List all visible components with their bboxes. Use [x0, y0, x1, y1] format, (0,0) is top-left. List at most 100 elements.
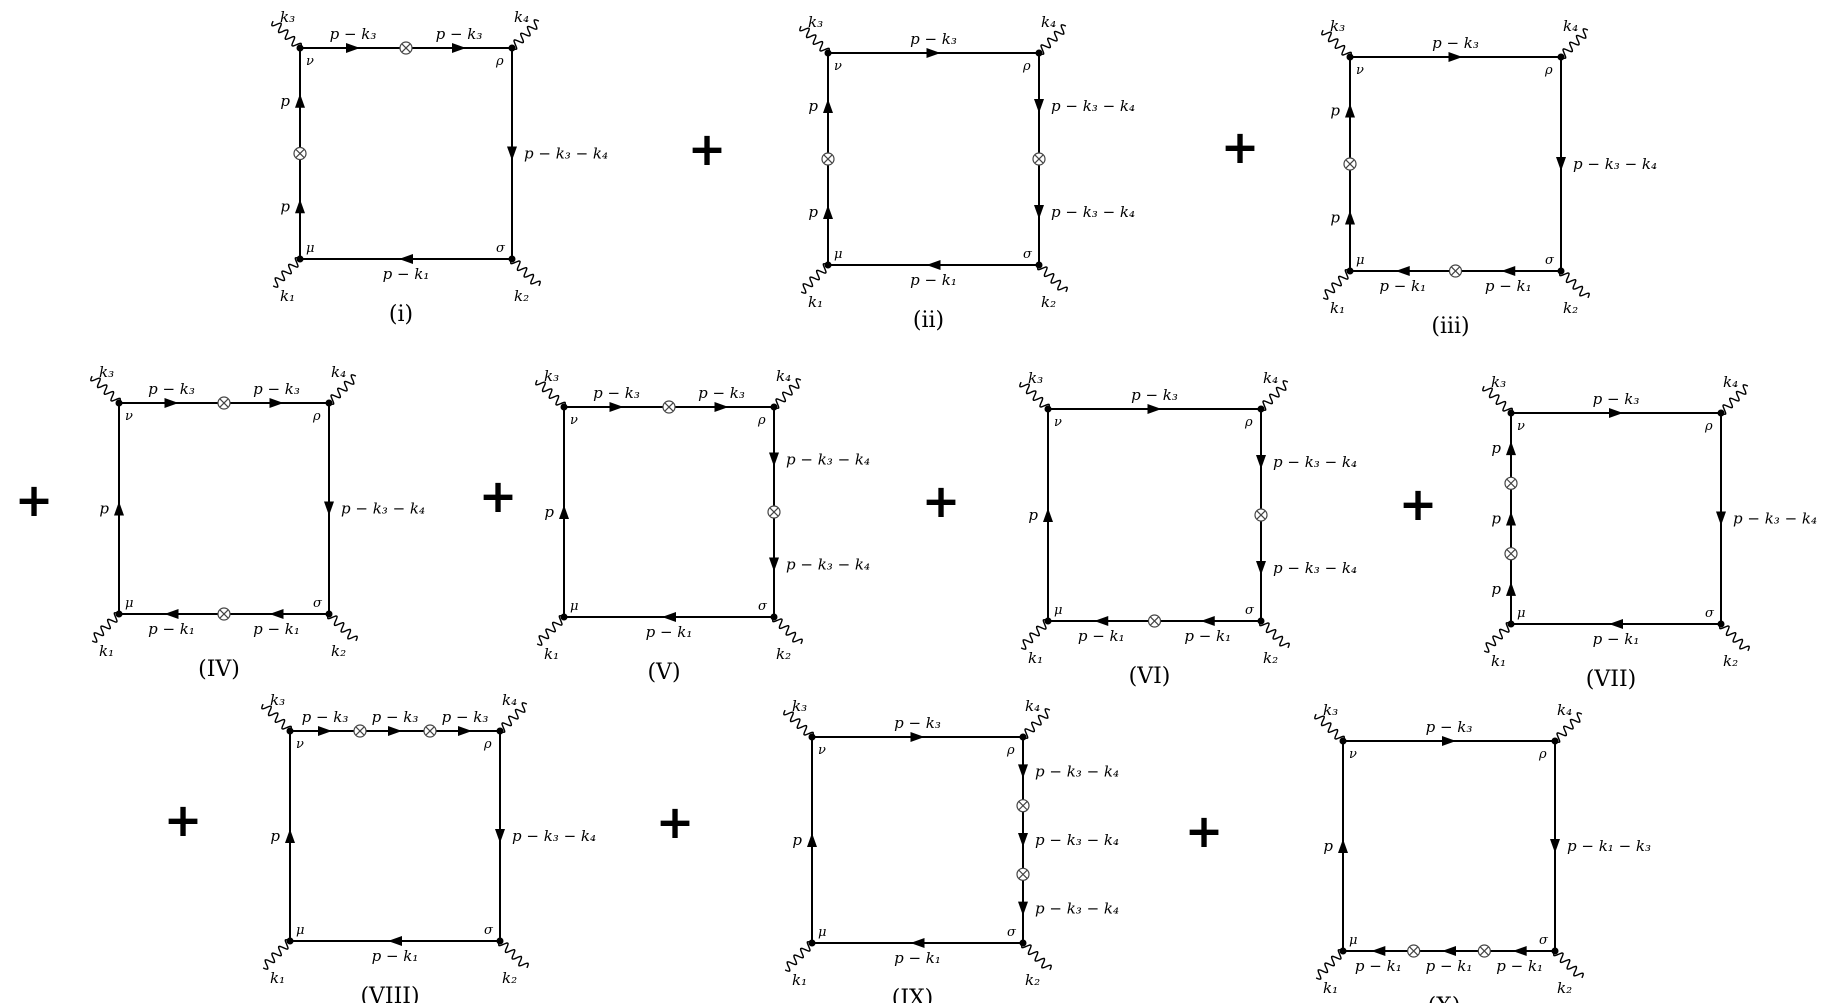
- photon-line-k2: [1558, 270, 1590, 299]
- propagator-arrow: [910, 938, 925, 948]
- propagator-arrow: [823, 205, 833, 219]
- plus-sign: +: [656, 795, 695, 849]
- external-momentum-k2: k₂: [1041, 293, 1056, 311]
- momentum-label-right: p − k₃ − k₄: [1273, 453, 1357, 471]
- vertex-label-mu: μ: [1517, 606, 1525, 621]
- propagator-arrow: [910, 732, 925, 742]
- vertex-label-nu: ν: [834, 59, 842, 74]
- mass-insertion-icon: [1477, 944, 1491, 958]
- vertex-dot: [1044, 405, 1052, 413]
- vertex-dot: [496, 727, 504, 735]
- fermion-loop: [118, 402, 330, 615]
- vertex-dot: [1346, 267, 1354, 275]
- photon-line-k4: [773, 378, 802, 410]
- fermion-loop: [1342, 740, 1556, 952]
- propagator-arrow: [1609, 619, 1623, 629]
- momentum-label-left: p: [1491, 510, 1501, 528]
- vertex-dot: [808, 733, 816, 741]
- vertex-label-sigma: σ: [1539, 933, 1549, 948]
- propagator-arrow: [388, 936, 402, 946]
- photon-line-k2: [497, 940, 529, 969]
- external-momentum-k1: k₁: [1323, 979, 1338, 997]
- momentum-label-left: p: [1028, 506, 1038, 524]
- plus-sign: +: [479, 469, 518, 523]
- momentum-label-right: p − k₃ − k₄: [524, 145, 608, 163]
- momentum-label-top: p − k₃: [442, 708, 489, 726]
- photon-line-k4: [1554, 712, 1583, 744]
- vertex-label-mu: μ: [818, 925, 826, 940]
- external-momentum-k1: k₁: [1028, 649, 1043, 667]
- propagator-arrow: [324, 501, 334, 516]
- momentum-label-right: p − k₃ − k₄: [341, 500, 425, 518]
- momentum-label-top: p − k₃: [698, 384, 745, 402]
- vertex-dot: [508, 255, 516, 263]
- vertex-label-nu: ν: [818, 743, 826, 758]
- propagator-arrow: [1442, 736, 1456, 746]
- vertex-label-rho: ρ: [483, 737, 492, 752]
- propagator-arrow: [1256, 455, 1266, 469]
- external-momentum-k4: k₄: [1723, 373, 1738, 391]
- propagator-arrow: [926, 260, 941, 270]
- photon-line-k1: [262, 938, 291, 970]
- propagator-arrow: [1442, 946, 1456, 956]
- momentum-label-top: p − k₃: [1432, 34, 1479, 52]
- momentum-label-left: p: [808, 203, 818, 221]
- vertex-dot: [325, 610, 333, 618]
- momentum-label-bottom: p − k₁: [1355, 957, 1402, 975]
- mass-insertion-icon: [767, 505, 781, 519]
- external-momentum-k3: k₃: [1330, 17, 1345, 35]
- photon-line-k3: [783, 709, 815, 738]
- vertex-dot: [1557, 53, 1565, 61]
- external-momentum-k2: k₂: [776, 645, 791, 663]
- momentum-label-bottom: p − k₁: [1184, 627, 1231, 645]
- external-momentum-k4: k₄: [1563, 17, 1578, 35]
- plus-sign: +: [1185, 804, 1224, 858]
- vertex-label-rho: ρ: [495, 54, 504, 69]
- diagram-9: p − k₃p − k₃ − k₄p − k₃ − k₄p − k₃ − k₄p…: [783, 697, 1119, 1003]
- momentum-label-bottom: p − k₁: [1078, 627, 1125, 645]
- photon-line-k3: [271, 20, 303, 49]
- momentum-label-top: p − k₃: [148, 380, 195, 398]
- fermion-loop: [1349, 56, 1562, 272]
- vertex-dot: [115, 399, 123, 407]
- vertex-dot: [325, 399, 333, 407]
- propagator-arrow: [1716, 511, 1726, 526]
- external-momentum-k3: k₃: [544, 367, 559, 385]
- photon-line-k4: [499, 702, 528, 734]
- momentum-label-left: p: [280, 197, 290, 215]
- vertex-dot: [1257, 405, 1265, 413]
- mass-insertion-icon: [293, 146, 307, 161]
- fermion-loop: [563, 406, 775, 618]
- propagator-arrow: [609, 402, 624, 412]
- diagram-caption: (VIII): [360, 984, 419, 1003]
- vertex-label-sigma: σ: [496, 241, 506, 256]
- mass-insertion-icon: [217, 607, 231, 621]
- propagator-arrow: [714, 402, 729, 412]
- photon-line-k4: [1720, 384, 1749, 416]
- vertex-dot: [115, 610, 123, 618]
- momentum-label-right: p − k₃ − k₄: [1035, 831, 1119, 849]
- mass-insertion-icon: [1254, 508, 1268, 522]
- vertex-dot: [808, 939, 816, 947]
- propagator-arrow: [295, 199, 305, 214]
- vertex-dot: [560, 613, 568, 621]
- momentum-label-left: p: [270, 827, 280, 845]
- vertex-label-mu: μ: [1349, 933, 1357, 948]
- vertex-label-nu: ν: [570, 413, 578, 428]
- momentum-label-top: p − k₃: [1593, 390, 1640, 408]
- external-momentum-k4: k₄: [502, 691, 517, 709]
- propagator-arrow: [1448, 52, 1463, 62]
- vertex-label-mu: μ: [125, 596, 133, 611]
- fermion-loop: [811, 736, 1024, 944]
- propagator-arrow: [823, 99, 833, 113]
- vertex-dot: [770, 613, 778, 621]
- photon-line-k1: [784, 940, 813, 972]
- propagator-arrow: [1018, 901, 1028, 916]
- vertex-dot: [1557, 267, 1565, 275]
- propagator-arrow: [1043, 508, 1053, 522]
- diagram-caption: (X): [1428, 994, 1461, 1003]
- mass-insertion-icon: [1016, 799, 1030, 813]
- propagator-arrow: [1338, 839, 1348, 853]
- momentum-label-right: p − k₃ − k₄: [1273, 559, 1357, 577]
